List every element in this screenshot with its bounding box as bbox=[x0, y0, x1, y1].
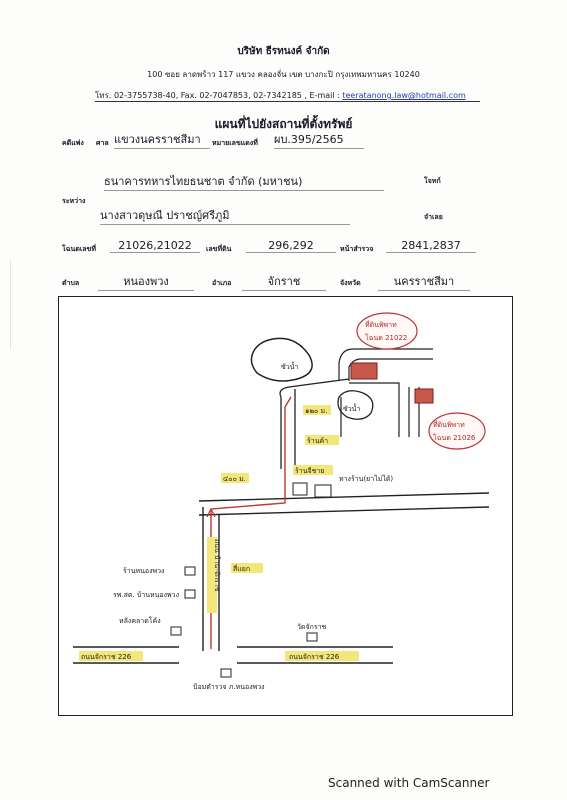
paper-fold bbox=[0, 260, 11, 350]
title-deed-label: โฉนดเลขที่ bbox=[62, 245, 96, 253]
case-label: คดีแพ่ง bbox=[62, 139, 84, 147]
survey-value: 2841,2837 bbox=[386, 239, 476, 253]
dist-1-highlight bbox=[303, 405, 331, 415]
parcel-1-no: โฉนด 21022 bbox=[365, 333, 407, 342]
temple-marker bbox=[306, 632, 318, 642]
district-label: อำเภอ bbox=[212, 279, 232, 287]
school-label: ร้านหนองพวง bbox=[123, 567, 164, 575]
location-map: ซัวน้ำ ซัวน้ำ ที่ดินพิพาท โฉนด 21022 ที่… bbox=[58, 296, 513, 716]
route-arrow bbox=[210, 396, 292, 649]
company-address: 100 ซอย ลาดพร้าว 117 แขวง คลองจั่น เขต บ… bbox=[147, 70, 420, 79]
shop2-highlight bbox=[293, 465, 333, 475]
subdistrict-value: หนองพวง bbox=[98, 272, 194, 291]
company-contact: โทร. 02-3755738-40, Fax. 02-7047853, 02-… bbox=[95, 89, 466, 102]
upper-road bbox=[279, 378, 350, 469]
parcel-2-label: ที่ดินพิพาท bbox=[433, 420, 465, 429]
map-drawing: ซัวน้ำ ซัวน้ำ ที่ดินพิพาท โฉนด 21022 ที่… bbox=[73, 312, 490, 691]
route-arrow-head bbox=[206, 508, 216, 518]
shop-highlight bbox=[305, 435, 339, 445]
dist-1: ๑๒๐ ม. bbox=[305, 407, 327, 415]
road-left-highlight bbox=[79, 651, 143, 661]
email-link[interactable]: teeratanong.law@hotmail.com bbox=[342, 91, 466, 100]
document-title: แผนที่ไปยังสถานที่ตั้งทรัพย์ bbox=[214, 117, 353, 131]
parcel-21022-callout bbox=[356, 312, 418, 350]
shop-label: ร้านค้า bbox=[307, 437, 328, 445]
road-vertical-highlight bbox=[207, 537, 217, 613]
survey-label: หน้าสำรวจ bbox=[340, 245, 374, 253]
subdistrict-label: ตำบล bbox=[62, 279, 80, 287]
market-marker bbox=[170, 626, 182, 636]
land-no-value: 296,292 bbox=[246, 239, 336, 253]
header-rule bbox=[95, 101, 480, 102]
police-marker bbox=[220, 668, 232, 678]
contact-numbers: โทร. 02-3755738-40, Fax. 02-7047853, 02-… bbox=[95, 91, 340, 100]
parcel-2-no: โฉนด 21026 bbox=[433, 433, 476, 442]
between-label: ระหว่าง bbox=[62, 197, 86, 205]
dist-2: ๔๐๐ ม. bbox=[223, 475, 246, 483]
province-value: นครราชสีมา bbox=[378, 272, 470, 291]
health-marker bbox=[184, 589, 196, 599]
pond-1-label: ซัวน้ำ bbox=[281, 360, 298, 371]
temple-label: วัดจักราช bbox=[297, 623, 327, 631]
inner-road bbox=[340, 382, 400, 437]
court-label: ศาล bbox=[96, 139, 109, 147]
company-name: บริษัท ธีรทนงค์ จำกัด bbox=[237, 46, 330, 57]
defendant-label: จำเลย bbox=[424, 213, 443, 221]
parcel-21026-callout bbox=[428, 412, 486, 450]
pond-1 bbox=[250, 337, 313, 382]
plaintiff-value: ธนาคารทหารไทยธนชาต จำกัด (มหาชน) bbox=[104, 172, 384, 191]
province-label: จังหวัด bbox=[340, 279, 361, 287]
district-value: จักราช bbox=[242, 272, 326, 291]
parcel-1-label: ที่ดินพิพาท bbox=[365, 320, 397, 329]
junction-label: สี่แยก bbox=[233, 564, 250, 573]
police-label: ป้อมตำรวจ ภ.หนองพวง bbox=[193, 683, 265, 691]
plaintiff-label: โจทก์ bbox=[424, 177, 441, 185]
court-value: แขวงนครราชสีมา bbox=[114, 130, 210, 149]
parcel-21022 bbox=[350, 362, 378, 380]
road-right-highlight bbox=[285, 651, 359, 661]
title-deed-value: 21026,21022 bbox=[110, 239, 200, 253]
main-road bbox=[198, 492, 490, 516]
black-no-label: หมายเลขแดงที่ bbox=[212, 139, 258, 147]
shop-box-2 bbox=[314, 484, 332, 498]
parcel-21026 bbox=[414, 388, 434, 404]
pole-label: ทางร้าน(ยาไม่ได้) bbox=[339, 474, 393, 483]
road-left-label: ถนนจักราช 226 bbox=[81, 653, 132, 661]
junction-highlight bbox=[231, 563, 263, 573]
shop-2: ร้านจีชาย bbox=[295, 467, 324, 475]
dist-2-highlight bbox=[221, 473, 249, 483]
scanner-watermark: Scanned with CamScanner bbox=[328, 776, 490, 790]
shop-box-1 bbox=[292, 482, 308, 496]
highway bbox=[73, 646, 393, 664]
defendant-value: นางสาวดุษณี ปราชญ์ศรีภูมิ bbox=[100, 206, 350, 225]
vertical-road bbox=[202, 507, 220, 651]
school-marker bbox=[184, 566, 196, 576]
land-no-label: เลขที่ดิน bbox=[206, 245, 232, 253]
north-road bbox=[338, 348, 433, 381]
road-right-label: ถนนจักราช 226 bbox=[289, 653, 340, 661]
market-label: หลังคลาดโค้ง bbox=[119, 616, 161, 625]
road-vertical-label: ถนน บ้าน-จักราช bbox=[213, 539, 221, 592]
health-label: รพ.สต. บ้านหนองพวง bbox=[113, 591, 179, 599]
black-no-value: ผบ.395/2565 bbox=[274, 130, 364, 149]
pond-2-label: ซัวน้ำ bbox=[343, 402, 360, 413]
